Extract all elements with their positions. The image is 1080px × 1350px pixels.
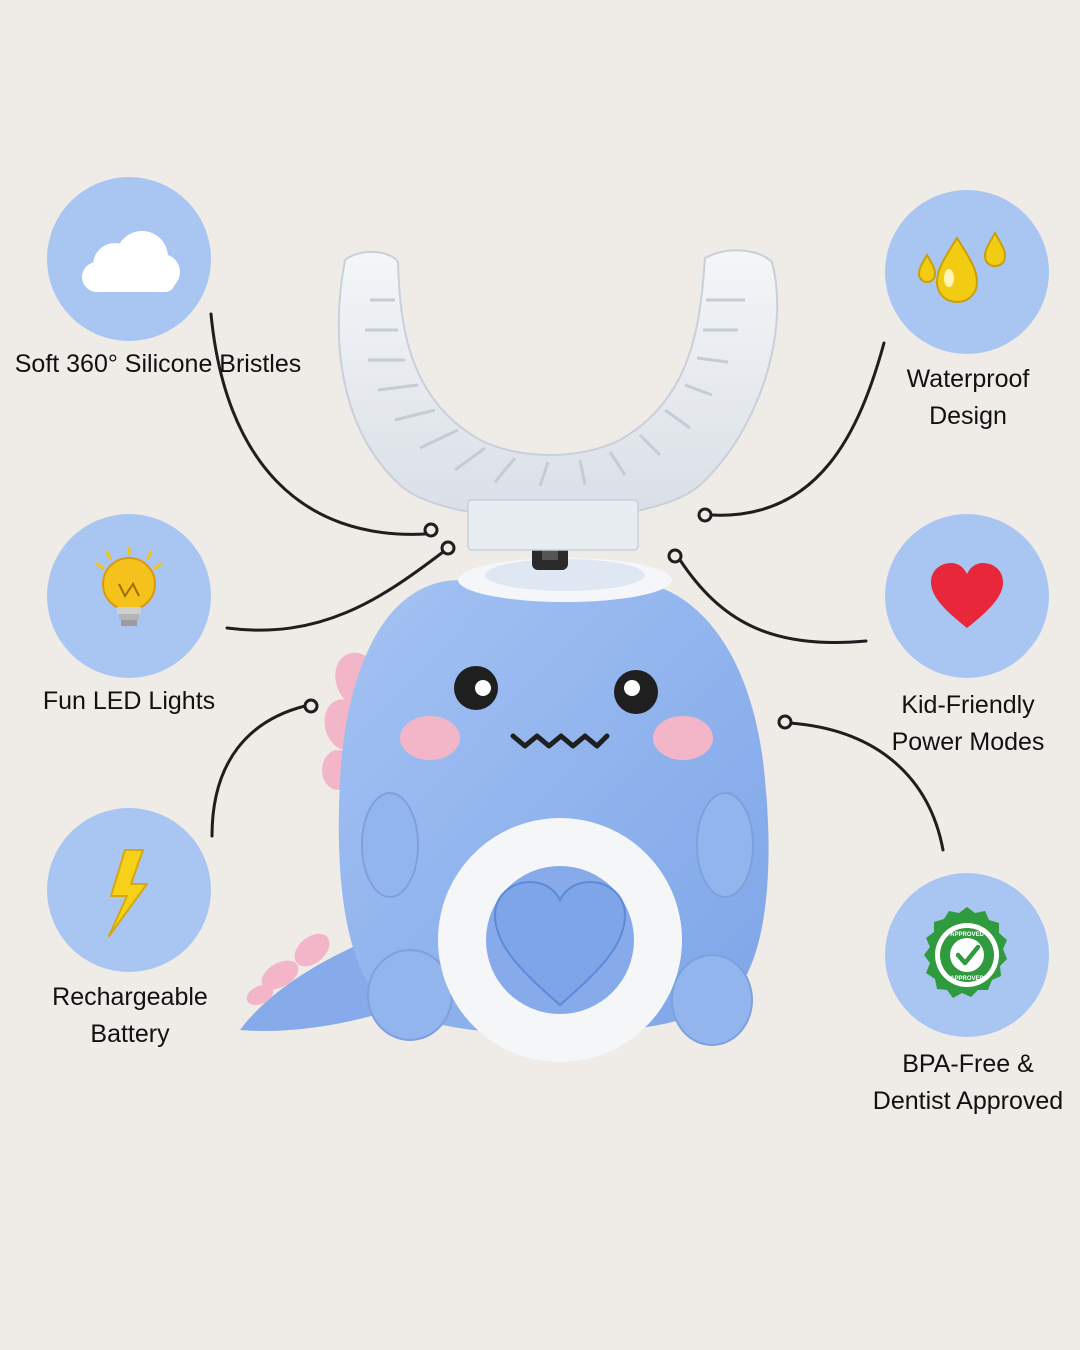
bpa-free-icon-circle: APPROVED APPROVED	[885, 873, 1049, 1037]
right-arm	[696, 792, 754, 898]
cloud-icon	[82, 231, 180, 292]
battery-icon-circle	[47, 808, 211, 972]
approved-seal-icon: APPROVED APPROVED	[924, 907, 1007, 998]
battery-label-line2: Battery	[90, 1020, 170, 1048]
power-modes-label: Kid-Friendly Power Modes	[868, 687, 1068, 761]
waterproof-label: Waterproof Design	[868, 361, 1068, 435]
seal-text-bottom: APPROVED	[950, 976, 984, 982]
bpa-free-label-line1: BPA-Free &	[902, 1050, 1034, 1078]
led-label: Fun LED Lights	[28, 683, 230, 720]
water-drops-icon	[917, 231, 1007, 304]
waterproof-label-line2: Design	[929, 402, 1007, 430]
left-arm	[361, 792, 419, 898]
connector-dot-bristles	[423, 522, 439, 538]
heart-button-icon	[493, 880, 627, 1007]
lightbulb-icon	[95, 546, 163, 626]
u-brush-head	[337, 249, 779, 520]
waterproof-icon-circle	[885, 190, 1049, 354]
dino-face	[400, 666, 713, 760]
seal-text-top: APPROVED	[950, 932, 984, 938]
bristles-label-line1: Soft 360° Silicone Bristles	[14, 350, 302, 378]
connector-waterproof	[710, 341, 886, 517]
battery-label-line1: Rechargeable	[52, 983, 208, 1011]
right-foot	[671, 954, 753, 1046]
connector-bpa	[788, 721, 945, 852]
waterproof-label-line1: Waterproof	[906, 365, 1030, 393]
led-label-line1: Fun LED Lights	[42, 687, 216, 715]
heart-icon	[931, 563, 1003, 628]
bristles-label: Soft 360° Silicone Bristles	[3, 346, 313, 383]
bpa-free-label-line2: Dentist Approved	[872, 1087, 1064, 1115]
connector-dot-led	[440, 540, 456, 556]
connector-power-modes	[678, 558, 868, 645]
tail-spikes	[246, 933, 330, 1006]
power-modes-label-line1: Kid-Friendly	[901, 691, 1035, 719]
bpa-free-label: BPA-Free & Dentist Approved	[856, 1046, 1080, 1120]
connector-dot-waterproof	[697, 507, 713, 523]
led-icon-circle	[47, 514, 211, 678]
bristles-icon-circle	[47, 177, 211, 341]
connector-led	[225, 550, 445, 632]
connector-battery	[210, 704, 307, 838]
connector-bristles	[209, 312, 427, 536]
connector-dot-power-modes	[667, 548, 683, 564]
connector-dot-bpa	[777, 714, 793, 730]
connector-dot-battery	[303, 698, 319, 714]
power-modes-icon-circle	[885, 514, 1049, 678]
left-foot	[367, 949, 453, 1041]
power-modes-label-line2: Power Modes	[891, 728, 1045, 756]
battery-label: Rechargeable Battery	[30, 979, 230, 1053]
silicone-bristles	[365, 298, 745, 487]
lightning-bolt-icon	[108, 849, 148, 937]
